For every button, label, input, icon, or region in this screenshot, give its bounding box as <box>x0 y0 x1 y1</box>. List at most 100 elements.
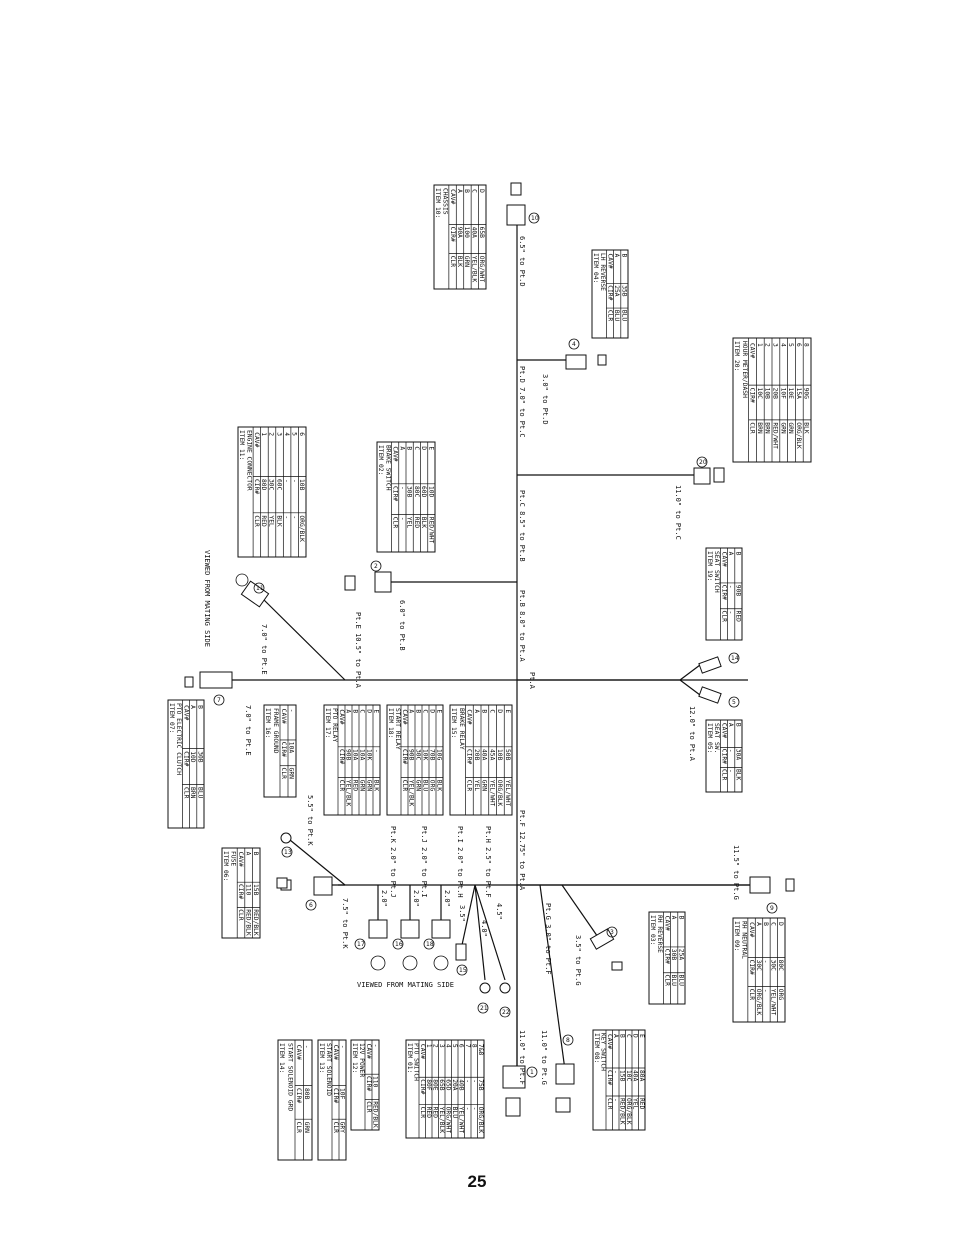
table-name: BRAKE RELAY <box>458 708 465 750</box>
table-cell: - <box>612 1098 619 1102</box>
page-number: 25 <box>467 1172 487 1191</box>
table-cell: C <box>413 446 420 450</box>
branch-label-e: Pt.E 10.5" to Pt.A <box>354 612 362 689</box>
table-cell: 80E <box>432 1079 439 1091</box>
table-cell: - <box>727 749 734 753</box>
table-title: ITEM 19: <box>706 551 713 581</box>
table-cell: BLK <box>373 780 380 792</box>
table-cell: 10B <box>764 388 771 400</box>
table-header-cell: CIR# <box>332 1088 339 1103</box>
table-header-cell: CIR# <box>419 1079 426 1094</box>
branch-to-13 <box>289 839 346 886</box>
table-header-cell: CIR# <box>338 749 345 764</box>
table-cell: 30C <box>268 479 275 491</box>
table-name: FUSE <box>230 851 237 866</box>
table-header-cell: CAV# <box>749 343 756 358</box>
table-cell: 40B <box>458 1079 465 1091</box>
connector-15: 15 <box>455 943 468 976</box>
table-cell: E <box>436 709 443 713</box>
table-header-cell: CAV# <box>332 1045 339 1060</box>
table-cell: BLU <box>677 975 684 987</box>
table-cell: A <box>755 922 762 926</box>
table-header-cell: CLR <box>720 611 727 623</box>
table-title: ITEM 13: <box>318 1043 325 1073</box>
svg-text:22: 22 <box>502 1009 510 1016</box>
table-cell: 25A <box>677 949 684 961</box>
table-cell: 75B <box>477 1079 484 1091</box>
table-cell: GRN <box>463 256 470 268</box>
table-cell: 5 <box>290 432 297 436</box>
table-cell: RED <box>413 517 420 529</box>
connector-9: 9 <box>749 876 795 914</box>
connector-8: 8 <box>555 1034 575 1113</box>
table-header-cell: CLR <box>419 1107 426 1119</box>
table-cell: 65D <box>445 1079 452 1091</box>
length-label-to-4: 3.0" to Pt.D <box>541 374 549 425</box>
table-cell: YEL <box>473 780 480 792</box>
table-cell: 35B <box>620 285 627 297</box>
table-cell: 6 <box>298 432 305 436</box>
table-header-cell: CIR# <box>392 486 399 501</box>
table-cell: - <box>727 585 734 589</box>
svg-text:11: 11 <box>256 585 264 592</box>
table-cell: 80D <box>260 479 267 491</box>
table-cell: 2 <box>268 432 275 436</box>
table-cell: E <box>638 1034 645 1038</box>
table-cell: - <box>464 1107 471 1111</box>
table-header-cell: CLR <box>365 1101 372 1113</box>
table-cell: BLK <box>734 769 741 781</box>
table-header-cell: CIR# <box>237 884 244 899</box>
table-cell: 6 <box>458 1044 465 1048</box>
table-cell: YEL <box>268 515 275 527</box>
table-cell: 30A <box>734 749 741 761</box>
table-cell: A <box>408 709 415 713</box>
table-cell: BLK <box>420 517 427 529</box>
table-title: ITEM 07: <box>168 703 175 733</box>
table-cell: 10K <box>366 749 373 761</box>
table-cell: 90B <box>408 749 415 761</box>
table-header-cell: CLR <box>295 1122 302 1134</box>
table-cell: B <box>677 916 684 920</box>
table-cell: 1 <box>756 343 763 347</box>
connector-4: 4 <box>565 338 607 370</box>
table-cell: 4 <box>283 432 290 436</box>
table-cell: 40A <box>632 1070 639 1082</box>
table-cell: GRN <box>288 768 295 780</box>
table-header-cell: CIR# <box>748 960 755 975</box>
branch-label-f: Pt.F 12.75" to Pt.A <box>518 810 526 891</box>
table-cell: 6 <box>795 343 802 347</box>
table-header-cell: CLR <box>332 1122 339 1134</box>
table-cell: 110 <box>372 1076 379 1088</box>
table-name: SEAT SW. <box>713 723 720 753</box>
branch-h <box>461 884 506 981</box>
table-header-cell: CIR# <box>401 749 408 764</box>
table-cell: BLU <box>196 787 203 799</box>
table-header-cell: CLR <box>237 909 244 921</box>
table-cell: YEL <box>632 1098 639 1110</box>
svg-text:5: 5 <box>732 699 736 706</box>
length-label-to-3: 3.5" to Pt.G <box>574 935 582 986</box>
table-cell: 80C <box>413 486 420 498</box>
table-cell: BLK <box>456 256 463 268</box>
table-header-cell: CLR <box>182 787 189 799</box>
table-cell: 10D <box>189 751 196 763</box>
table-title: ITEM 17: <box>324 708 331 738</box>
branch-label-b: Pt.B 8.0" to Pt.A <box>518 590 526 662</box>
table-cell: 1 <box>260 432 267 436</box>
table-header-cell: CLR <box>253 515 260 527</box>
table-name: LH REVERSE <box>599 253 606 291</box>
table-cell: BLK <box>275 515 282 527</box>
table-cell: 10K <box>422 749 429 761</box>
table-header-cell: CAV# <box>466 709 473 724</box>
table-cell: GRN <box>415 780 422 792</box>
table-header-cell: CAV# <box>280 709 287 724</box>
table-cell: GRN <box>359 780 366 792</box>
table-header-cell: CAV# <box>392 446 399 461</box>
connector-5: 5 <box>698 686 740 708</box>
table-title: ITEM 05: <box>706 723 713 753</box>
